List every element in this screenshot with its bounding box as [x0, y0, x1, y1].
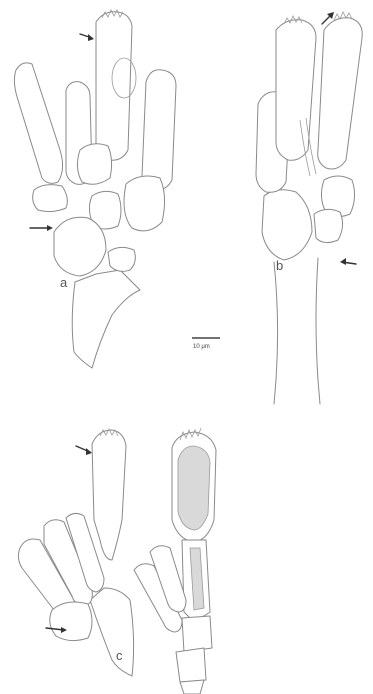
panel-b-label: b [276, 258, 283, 273]
panel-b-stalk [274, 258, 320, 404]
panel-c-stem-joint [182, 616, 212, 652]
panel-a-branch-right [142, 70, 176, 191]
panel-a-stalk [72, 270, 140, 368]
panel-a-joint-3 [33, 185, 68, 212]
panel-c-stem-base [180, 680, 204, 694]
panel-c-basal-joint [50, 602, 92, 641]
panel-c-stalk [90, 588, 134, 676]
panel-a-arrowhead-apex [88, 34, 94, 41]
panel-a-arrowhead-basal [47, 225, 53, 231]
panel-a-label: a [60, 275, 68, 290]
panel-b-arrowhead-joint [340, 258, 346, 265]
panel-a-branch-left [14, 63, 62, 183]
panel-c-stem-lower [176, 648, 206, 682]
panel-c-label: c [116, 648, 123, 663]
panel-b-base-cell [262, 190, 312, 260]
panel-a-small-cell [108, 247, 135, 271]
panel-b-small-cell [314, 209, 343, 242]
scale-bar: 10 μm [192, 338, 220, 350]
panel-b: b [256, 12, 362, 404]
panel-c-apex-branch [92, 430, 126, 560]
panel-b-branch-apex-left [276, 20, 316, 161]
panel-a-joint-1 [77, 144, 111, 185]
panel-a: a [14, 10, 176, 368]
panel-a-basal-cell [54, 217, 106, 276]
panel-c-arrowhead-apex [86, 448, 92, 455]
panel-a-joint-2 [124, 176, 165, 231]
scale-bar-label: 10 μm [193, 344, 210, 350]
panel-a-branch-apex [96, 12, 132, 161]
panel-c: c [18, 428, 216, 694]
panel-c-capsule-fill [178, 446, 210, 530]
panel-b-branch-apex-right [318, 18, 363, 169]
